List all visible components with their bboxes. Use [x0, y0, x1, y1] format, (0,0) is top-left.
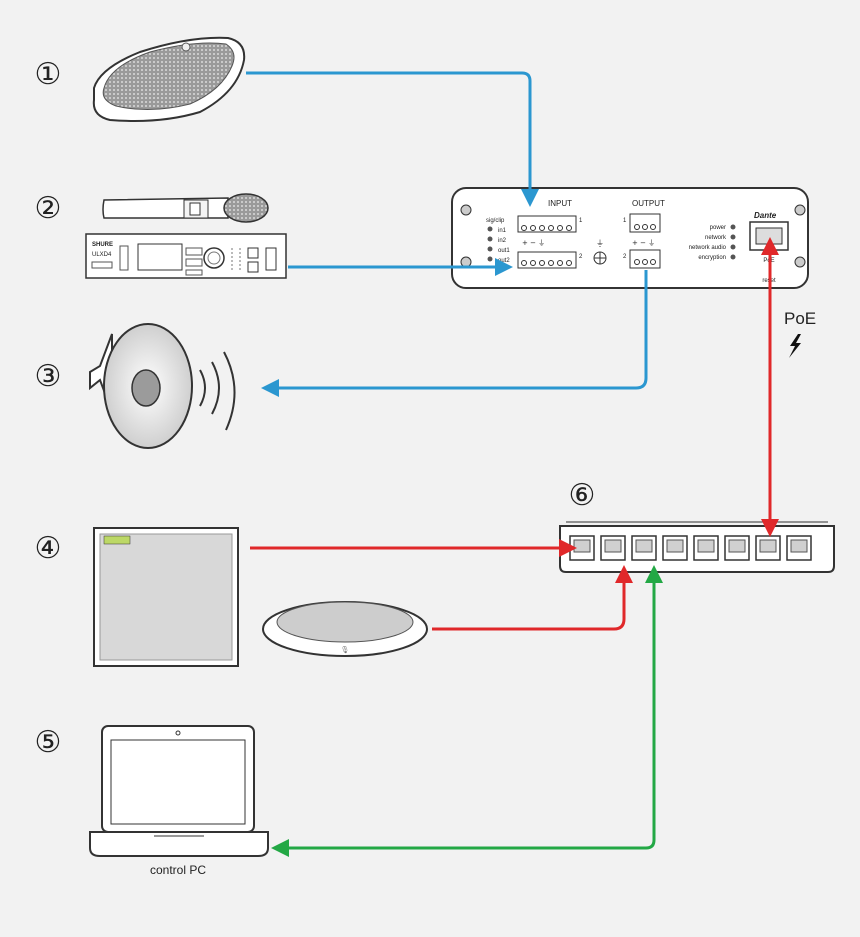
red-arrow-tablemic-to-switch — [432, 565, 633, 631]
out1-label: out1 — [498, 248, 510, 254]
ground-symbol: ⏚ — [596, 239, 604, 248]
in1-label: in1 — [498, 228, 507, 234]
receiver-brand: SHURE — [92, 242, 113, 248]
switch-port-jack — [604, 539, 622, 553]
blue-arrow-output-to-speaker — [261, 270, 648, 397]
status-network-audio: network audio — [689, 245, 727, 251]
out2-label: out2 — [498, 258, 510, 264]
status-network: network — [705, 235, 727, 241]
step-1-number: ① — [35, 58, 62, 91]
output-ch1-label: 1 — [623, 218, 627, 224]
poe-label: PoE — [784, 309, 816, 328]
step-2-number: ② — [35, 192, 62, 225]
boundary-mic-icon — [92, 36, 246, 122]
green-arrow-pc-to-switch — [271, 565, 663, 857]
sig-clip-label: sig/clip — [486, 218, 505, 224]
lightning-icon — [789, 334, 801, 358]
svg-text:🎙: 🎙 — [341, 646, 350, 654]
output-terminals-label: + − ⏚ — [632, 239, 655, 247]
switch-port-jack — [635, 539, 653, 553]
step-4-number: ④ — [35, 532, 62, 565]
dante-logo: Dante — [754, 211, 777, 220]
switch-port-jack — [666, 539, 684, 553]
output-label: OUTPUT — [632, 199, 665, 208]
handheld-mic-icon — [102, 193, 269, 223]
step-5-number: ⑤ — [35, 726, 62, 759]
dante-interface-box: INPUT OUTPUT sig/clip in1 in2 out1 out2 … — [451, 187, 809, 289]
laptop-icon — [89, 725, 269, 857]
input-ch2-label: 2 — [579, 254, 583, 260]
switch-port-jack — [728, 539, 746, 553]
switch-port-jack — [759, 539, 777, 553]
input-ch1-label: 1 — [579, 218, 583, 224]
input-terminals-label: + − ⏚ — [522, 239, 545, 247]
status-power: power — [710, 225, 726, 231]
switch-port-jack — [573, 539, 591, 553]
switch-port-jack — [790, 539, 808, 553]
step-3-number: ③ — [35, 360, 62, 393]
input-label: INPUT — [548, 199, 572, 208]
receiver-model: ULXD4 — [92, 252, 112, 258]
ceiling-array-icon — [93, 527, 239, 667]
output-ch2-label: 2 — [623, 254, 627, 260]
pc-label: control PC — [150, 863, 206, 877]
speaker-icon — [89, 323, 236, 449]
status-encryption: encryption — [698, 255, 726, 261]
in2-label: in2 — [498, 238, 507, 244]
step-6-number: ⑥ — [569, 479, 596, 512]
wireless-receiver-icon: SHURE ULXD4 — [85, 233, 287, 279]
blue-arrow-mic-to-input1 — [246, 71, 539, 207]
switch-port-jack — [697, 539, 715, 553]
table-mic-icon: 🎙 — [262, 601, 428, 657]
